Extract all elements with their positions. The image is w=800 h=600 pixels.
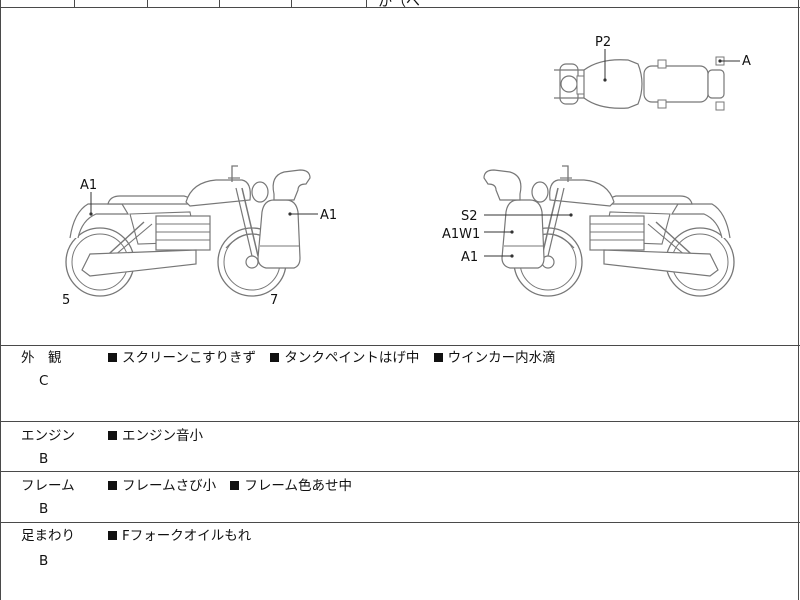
diagram-bottom-border <box>0 345 800 346</box>
callout-left-7: 7 <box>270 293 278 308</box>
note-item: フレーム色あせ中 <box>244 478 353 494</box>
section-label-suspension: 足まわり <box>21 528 75 544</box>
diagram-top-border <box>0 7 800 8</box>
bike-left-side-view <box>65 165 318 297</box>
section-divider <box>0 421 800 422</box>
table-divider <box>147 0 148 8</box>
section-grade-frame: B <box>39 501 49 517</box>
note-item: スクリーンこすりきず <box>122 350 257 366</box>
bike-right-side-view <box>483 165 735 297</box>
sheet-border-right <box>798 0 799 600</box>
callout-left-a1-tail: A1 <box>80 178 97 193</box>
note-item: タンクペイントはげ中 <box>284 350 420 366</box>
header-partial-text: か（ペ <box>378 0 420 10</box>
section-notes-exterior: スクリーンこすりきず タンクペイントはげ中 ウインカー内水滴 <box>108 349 566 367</box>
section-grade-suspension: B <box>39 553 49 569</box>
bullet-square-icon <box>108 481 117 490</box>
bike-top-view <box>554 49 740 111</box>
section-divider <box>0 471 800 472</box>
callout-right-s2: S2 <box>461 209 478 224</box>
section-grade-engine: B <box>39 451 49 467</box>
bullet-square-icon <box>270 353 280 362</box>
bullet-square-icon <box>230 481 240 490</box>
section-label-exterior: 外 観 <box>21 350 62 366</box>
callout-left-5: 5 <box>62 293 70 308</box>
section-divider <box>0 522 800 523</box>
bullet-square-icon <box>108 353 117 362</box>
section-notes-suspension: Fフォークオイルもれ <box>108 527 261 545</box>
section-notes-frame: フレームさび小 フレーム色あせ中 <box>108 477 362 495</box>
callout-top-p2: P2 <box>595 35 611 50</box>
callout-right-a1: A1 <box>461 250 478 265</box>
callout-top-a: A <box>742 54 751 69</box>
callout-right-a1w1: A1W1 <box>442 227 480 242</box>
damage-diagram: P2 A A1 A1 5 7 S2 A1W1 A1 <box>62 35 751 308</box>
bullet-square-icon <box>108 431 117 440</box>
section-label-frame: フレーム <box>21 478 75 494</box>
section-label-engine: エンジン <box>21 428 75 444</box>
section-grade-exterior: C <box>39 373 49 389</box>
table-divider <box>219 0 220 8</box>
bullet-square-icon <box>433 353 443 362</box>
callout-left-a1-luggage: A1 <box>320 208 337 223</box>
note-item: Fフォークオイルもれ <box>122 528 252 544</box>
note-item: エンジン音小 <box>122 428 203 444</box>
note-item: フレームさび小 <box>122 478 217 494</box>
note-item: ウインカー内水滴 <box>447 350 556 366</box>
sheet-border-left <box>0 0 1 600</box>
table-divider <box>74 0 75 8</box>
table-divider <box>291 0 292 8</box>
bullet-square-icon <box>108 531 117 540</box>
table-divider <box>366 0 367 8</box>
section-notes-engine: エンジン音小 <box>108 427 213 445</box>
